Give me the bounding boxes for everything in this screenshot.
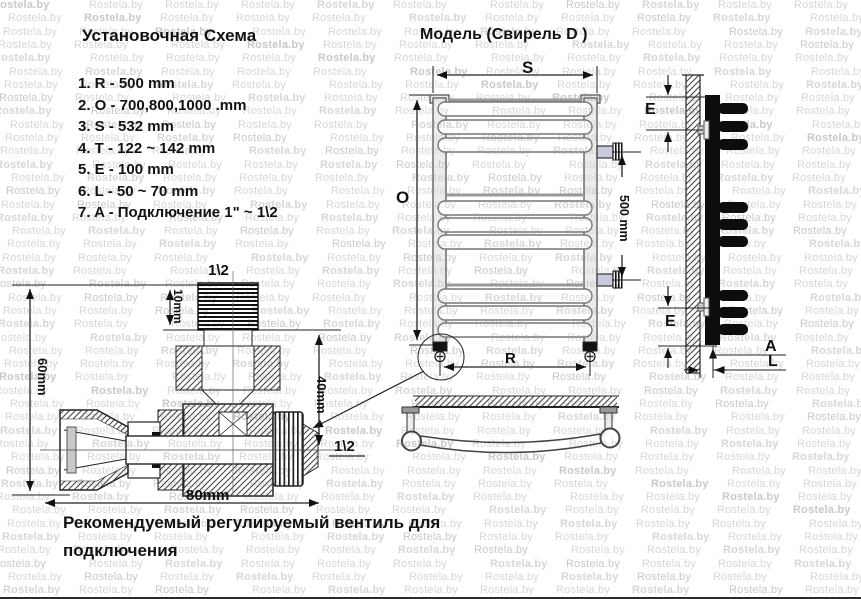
dim-label-s: S — [522, 58, 534, 77]
valve-label-60mm: 60mm — [35, 358, 50, 396]
valve-caption-line2: подключения — [63, 541, 178, 560]
bracket-left — [401, 406, 420, 434]
dim-label-500mm: 500 mm — [617, 195, 631, 242]
tube-stubs — [718, 103, 748, 335]
spec-item-s: 3. S - 532 mm — [78, 118, 174, 135]
valve-thread-stem — [197, 282, 259, 331]
front-view — [312, 66, 641, 429]
dim-label-l: L — [768, 353, 778, 370]
curved-tube — [419, 433, 602, 454]
dim-label-e-top: E — [645, 101, 656, 118]
radiator-rungs — [437, 101, 593, 338]
spec-item-a: 7. A - Подключение 1" ~ 1\2 — [78, 204, 278, 221]
valve-label-half-top: 1\2 — [208, 262, 229, 279]
spec-list: 1. R - 500 mm 2. O - 700,800,1000 .mm 3.… — [78, 73, 278, 224]
callout-leader — [312, 370, 425, 429]
page-title: Установочная Схема — [82, 26, 257, 45]
valve-knurled-nut — [272, 411, 304, 487]
side-view — [646, 74, 786, 378]
wall-bracket-bottom — [697, 297, 710, 317]
spec-item-o: 2. O - 700,800,1000 .mm — [78, 96, 247, 114]
valve-caption: Рекомендуемый регулируемый вентиль для п… — [63, 509, 440, 565]
valve-label-80mm: 80mm — [186, 487, 230, 504]
dim-label-e-bottom: E — [665, 313, 676, 330]
wall-top-view — [415, 396, 617, 407]
dim-label-o: O — [396, 188, 410, 207]
dim-label-a: A — [765, 338, 777, 355]
wall-section — [686, 75, 700, 373]
valve-drawing — [12, 271, 365, 507]
valve-label-half-right: 1\2 — [334, 438, 355, 455]
detail-callout-circle — [417, 333, 465, 381]
spec-item-t: 4. T - 122 ~ 142 mm — [78, 139, 216, 157]
spec-item-e: 5. E - 100 mm — [78, 161, 174, 178]
radiator-profile — [705, 95, 720, 345]
dim-label-r: R — [505, 350, 516, 367]
valve-label-40mm: 40mm — [314, 376, 329, 414]
spec-item-r: 1. R - 500 mm — [78, 75, 175, 92]
top-view — [401, 395, 621, 454]
valve-caption-line1: Рекомендуемый регулируемый вентиль для — [63, 513, 441, 532]
spec-item-l: 6. L - 50 ~ 70 mm — [78, 182, 199, 200]
valve-label-10mm: 10mm — [171, 289, 185, 324]
model-title: Модель (Свирель D ) — [420, 26, 588, 43]
